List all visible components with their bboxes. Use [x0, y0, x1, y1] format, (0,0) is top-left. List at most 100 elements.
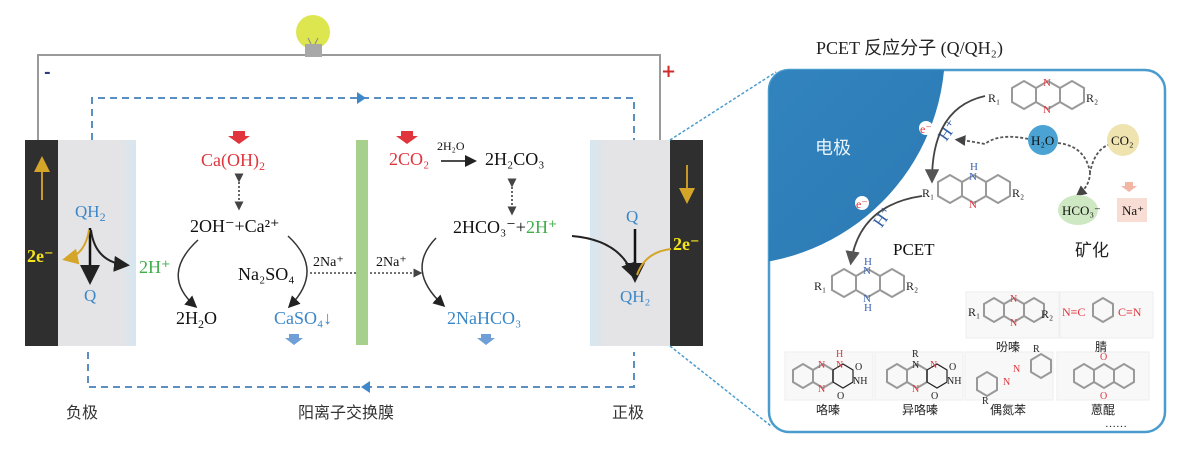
svg-text:e⁻: e⁻ [856, 197, 868, 211]
example-label: 腈 [1095, 340, 1107, 354]
nahco3-output-arrow-icon [477, 334, 495, 345]
svg-text:N: N [836, 360, 843, 371]
svg-text:O: O [1100, 352, 1107, 363]
flow-arrow-right-icon [357, 92, 366, 104]
svg-text:O: O [855, 362, 862, 373]
mineralization-label: 矿化 [1075, 241, 1109, 261]
phenazine-example: R₁ N N R₂ 吩嗪 [968, 294, 1053, 354]
svg-text:N: N [912, 384, 919, 395]
more-examples-ellipsis: …… [1105, 418, 1127, 430]
sodium-sulfate: Na₂SO₄ [238, 264, 295, 284]
svg-text:NH: NH [947, 376, 961, 387]
water-product: 2H2O [176, 308, 217, 331]
example-label: 偶氮苯 [990, 402, 1026, 417]
svg-text:R₁: R₁ [968, 305, 980, 319]
output-arrow-icon [285, 334, 303, 345]
svg-text:R₁: R₁ [988, 91, 1000, 105]
na-label-right: 2Na⁺ [376, 255, 407, 270]
bicarbonate: HCO₃⁻ [1062, 203, 1101, 218]
negative-sign: - [44, 62, 51, 81]
svg-text:R: R [1033, 344, 1040, 355]
sodium-ion: Na⁺ [1122, 203, 1144, 218]
co2-input-arrow-icon [396, 131, 418, 144]
right-q: Q [626, 207, 638, 226]
svg-text:N: N [1010, 294, 1017, 305]
svg-text:H: H [864, 256, 872, 268]
electrode-sphere [769, 70, 945, 265]
svg-text:N: N [818, 360, 825, 371]
svg-text:N≡C: N≡C [1062, 305, 1085, 319]
alloxazine-example: N N H N O NH O 咯嗪 [792, 349, 867, 417]
positive-electrode-label: 正极 [612, 403, 644, 422]
svg-text:R₁: R₁ [814, 279, 826, 293]
example-label: 吩嗪 [996, 340, 1020, 354]
electrode-label: 电极 [815, 138, 851, 159]
svg-text:N: N [1003, 377, 1010, 388]
carbonic-acid: 2H₂CO₃ [485, 149, 545, 169]
svg-text:R₂: R₂ [1086, 91, 1098, 105]
anthraquinone-example: O O 蒽醌 [1073, 352, 1135, 417]
svg-text:O: O [949, 362, 956, 373]
right-qh2: QH₂ [620, 287, 650, 306]
hydroxide-calcium-ions: 2OH⁻+Ca²⁺ [190, 216, 280, 236]
isoalloxazine-example: R N N N O NH O 异咯嗪 [886, 349, 961, 417]
co2-input: 2CO₂ [389, 149, 429, 169]
svg-text:H: H [864, 302, 872, 314]
electron-badge: e⁻ [919, 121, 933, 136]
svg-text:H: H [970, 161, 978, 173]
caoh2: Ca(OH)2 [201, 150, 265, 173]
calcium-sulfate-precipitate: CaSO₄↓ [274, 308, 332, 328]
pcet-label: PCET [893, 240, 935, 259]
svg-text:N: N [969, 199, 977, 211]
svg-text:R: R [912, 349, 919, 360]
svg-text:N: N [863, 265, 871, 277]
bottom-flow-dash [87, 352, 635, 388]
svg-text:NH: NH [853, 376, 867, 387]
svg-text:C≡N: C≡N [1118, 305, 1142, 319]
svg-text:N: N [930, 360, 937, 371]
svg-text:R₁: R₁ [922, 186, 934, 200]
svg-text:O: O [1100, 391, 1107, 402]
na-label-left: 2Na⁺ [313, 255, 344, 270]
svg-text:R: R [982, 396, 989, 407]
inset-title: PCET 反应分子 (Q/QH₂) [816, 38, 1003, 59]
svg-text:N: N [1010, 318, 1017, 329]
right-electrons: 2e⁻ [673, 234, 700, 254]
left-protons: 2H⁺ [139, 257, 171, 277]
svg-text:R₂: R₂ [1041, 307, 1053, 321]
svg-text:R₂: R₂ [906, 279, 918, 293]
azobenzene-example: N N R R 偶氮苯 [976, 344, 1052, 417]
negative-electrode-label: 负极 [66, 403, 98, 422]
top-flow-dash [91, 97, 635, 140]
svg-text:N: N [818, 384, 825, 395]
cation-exchange-membrane [356, 140, 368, 345]
left-qh2: QH2 [75, 202, 106, 224]
example-label: 异咯嗪 [902, 402, 938, 417]
example-label: 蒽醌 [1091, 403, 1115, 417]
svg-text:O: O [931, 391, 938, 402]
svg-text:N: N [912, 360, 919, 371]
water-over-arrow: 2H₂O [437, 139, 465, 153]
svg-text:N: N [863, 293, 871, 305]
phenazine-reduced-structure: R₁ H N N H R₂ [814, 256, 918, 314]
svg-text:N: N [1043, 104, 1051, 116]
svg-text:N: N [969, 171, 977, 183]
membrane-label: 阳离子交换膜 [298, 403, 394, 422]
svg-text:R₂: R₂ [1012, 186, 1024, 200]
input-arrow-icon [228, 131, 250, 144]
positive-sign: + [661, 61, 676, 82]
flow-arrow-left-icon [361, 381, 370, 393]
example-label: 咯嗪 [816, 402, 840, 417]
electron-badge: e⁻ [855, 196, 869, 211]
bicarbonate-ions: 2HCO₃⁻+2H⁺ [453, 217, 557, 237]
svg-text:N: N [1013, 364, 1020, 375]
phenazine-oxidized-structure: R₁ N N R₂ [988, 77, 1098, 116]
left-electrode-layer [58, 140, 136, 346]
sodium-bicarbonate: 2NaHCO₃ [447, 308, 521, 328]
svg-text:N: N [1043, 77, 1051, 89]
left-q: Q [84, 286, 96, 305]
phenazine-semireduced-structure: R₁ H N N R₂ [922, 161, 1024, 211]
svg-text:H: H [836, 349, 843, 360]
nitrile-example: N≡C C≡N 腈 [1062, 296, 1142, 354]
